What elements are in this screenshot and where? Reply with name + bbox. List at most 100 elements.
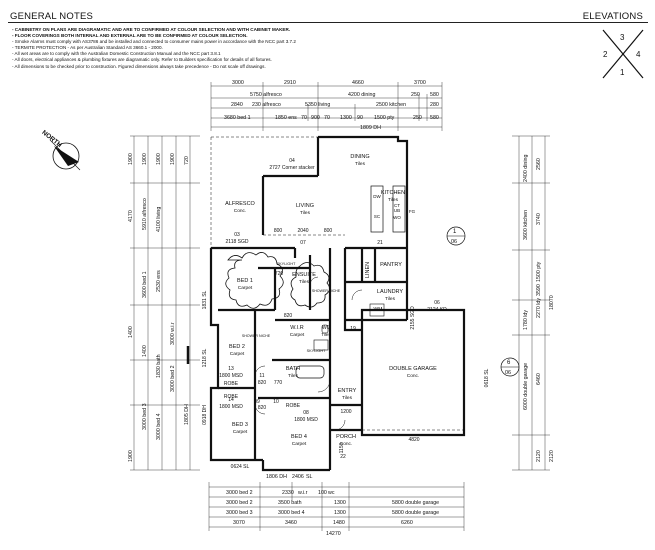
- room-label-robe: ROBE: [224, 394, 239, 400]
- dim-text: 3680 bed 1: [224, 115, 251, 121]
- dim-text: 3070: [233, 520, 245, 526]
- window-tag-num: 08: [303, 410, 309, 416]
- appliance-sc: SC: [374, 214, 381, 219]
- top-dimensions: [210, 82, 443, 131]
- window-tag-label: 1800 MSD: [219, 404, 243, 410]
- window-tag-label: 2124 KD: [427, 307, 447, 313]
- ensuite-cloud-outline: [290, 262, 330, 308]
- washing-machine: [369, 303, 385, 317]
- dim-label: 800: [274, 228, 283, 234]
- room-label-wc: WC: [322, 325, 331, 331]
- dim-text: 1300: [340, 115, 352, 121]
- dim-text: 1830 bath: [156, 354, 162, 378]
- room-label-bed4: BED 4: [291, 434, 307, 440]
- door-swings: [254, 276, 363, 431]
- room-floor: Carpet: [230, 351, 245, 357]
- window-tag-label: 0918 DH: [202, 405, 208, 425]
- dim-text: 3000 bed 3: [142, 403, 148, 430]
- header-rule: [8, 22, 648, 23]
- room-floor: Carpet: [233, 429, 248, 435]
- window-tag-num: 22: [340, 454, 346, 460]
- dim-text: 3000 bed 2: [226, 500, 253, 506]
- room-floor: Tiles: [385, 296, 396, 302]
- dim-text: 1900: [128, 153, 134, 165]
- general-notes-title: GENERAL NOTES: [10, 11, 94, 22]
- svg-text:2: 2: [603, 50, 608, 59]
- dim-text: 1480: [333, 520, 345, 526]
- dim-text: 3000 bed 2: [170, 365, 176, 392]
- dim-text: 250: [411, 92, 420, 98]
- room-label-alfresco: ALFRESCO: [225, 201, 255, 207]
- skylight-label: SKYLIGHT: [307, 349, 326, 353]
- dim-text: 18070: [549, 295, 555, 310]
- dim-text: 3700: [414, 80, 426, 86]
- dim-label: 720: [275, 271, 284, 277]
- dim-text: 2840: [231, 102, 243, 108]
- window-tag-label: 2118 SGD: [226, 239, 249, 245]
- dim-text: 4660: [352, 80, 364, 86]
- dim-text: 100: [318, 490, 327, 496]
- room-floor: Tiles: [299, 279, 310, 285]
- room-floor: Conc.: [234, 208, 247, 214]
- dim-label: 4820: [408, 437, 419, 443]
- shower-niche-label: SHOWER NICHE: [312, 289, 341, 293]
- walls: [209, 135, 466, 472]
- room-floor: Conc.: [407, 373, 420, 379]
- window-tag-label: 1831 SL: [202, 290, 208, 309]
- room-label-robe: ROBE: [286, 403, 301, 409]
- dim-text: 250: [413, 115, 422, 121]
- dim-label: 1150: [339, 442, 345, 453]
- dim-text: 1900: [142, 153, 148, 165]
- room-label-ensuite: ENSUITE: [292, 272, 316, 278]
- note-item: - CABINETRY ON PLANS ARE DIAGRAMATIC AND…: [12, 27, 291, 32]
- dim-text: 14270: [326, 531, 341, 537]
- dim-text: 2910: [284, 80, 296, 86]
- dim-text: 280: [430, 102, 439, 108]
- window-tag-label: 1800 MSD: [219, 373, 243, 379]
- dim-text: 5350 living: [305, 102, 330, 108]
- svg-text:1: 1: [453, 229, 457, 235]
- dim-text: 1900: [128, 450, 134, 462]
- dim-text: 1809 DH: [360, 125, 381, 131]
- window-tag-label: 1218 SL: [202, 348, 208, 367]
- dim-text: 3000 bed 3: [226, 510, 253, 516]
- dim-text: 2530 ens: [156, 270, 162, 292]
- dim-text: 70: [324, 115, 330, 121]
- window-tag-label: 0618 SL: [484, 368, 490, 387]
- room-label-laundry: LAUNDRY: [377, 289, 404, 295]
- right-dimensions: [512, 135, 550, 471]
- window-tag-num: 04: [289, 158, 295, 164]
- svg-text:06: 06: [505, 370, 511, 376]
- window-tag-label: 1800 MSD: [294, 417, 318, 423]
- dim-text: w.i.r: [298, 490, 308, 496]
- dim-text: 3000 bed 4: [278, 510, 305, 516]
- dim-label: 820: [258, 380, 267, 386]
- svg-text:06: 06: [451, 239, 457, 245]
- window-tag-num: 03: [234, 232, 240, 238]
- dim-label: 820: [284, 313, 293, 319]
- dim-label: 800: [324, 228, 333, 234]
- room-label-dining: DINING: [350, 154, 369, 160]
- note-item: - All dimensions to be checked prior to …: [12, 63, 266, 69]
- window-tag-num: 21: [377, 240, 383, 246]
- dim-text: 1900: [156, 153, 162, 165]
- room-label-bath: BATH: [286, 366, 300, 372]
- dim-text: 3460: [285, 520, 297, 526]
- section-callout-1: 1 06: [446, 226, 466, 246]
- room-label-entry: ENTRY: [338, 388, 357, 394]
- room-label-garage: DOUBLE GARAGE: [389, 366, 437, 372]
- note-item: - FLOOR COVERINGS BOTH INTERNAL AND EXTE…: [12, 33, 248, 39]
- skylight-label: SKYLIGHT: [277, 262, 296, 266]
- room-floor: Tiles: [388, 197, 399, 203]
- dim-text: 6460: [536, 373, 542, 385]
- section-callout-6: 6 06: [500, 357, 520, 377]
- dim-text: 2560: [536, 158, 542, 170]
- bottom-dimensions: [208, 482, 465, 531]
- dim-text: 2120: [549, 450, 555, 462]
- room-label-wir: W.I.R: [290, 325, 303, 331]
- vanity: [313, 339, 329, 351]
- note-item: - Smoke Alarms must comply with AS3786 a…: [12, 39, 296, 45]
- dim-text: 5910 alfresco: [142, 198, 148, 230]
- room-floor: Carpet: [292, 441, 307, 447]
- room-label-pantry: PANTRY: [380, 262, 402, 268]
